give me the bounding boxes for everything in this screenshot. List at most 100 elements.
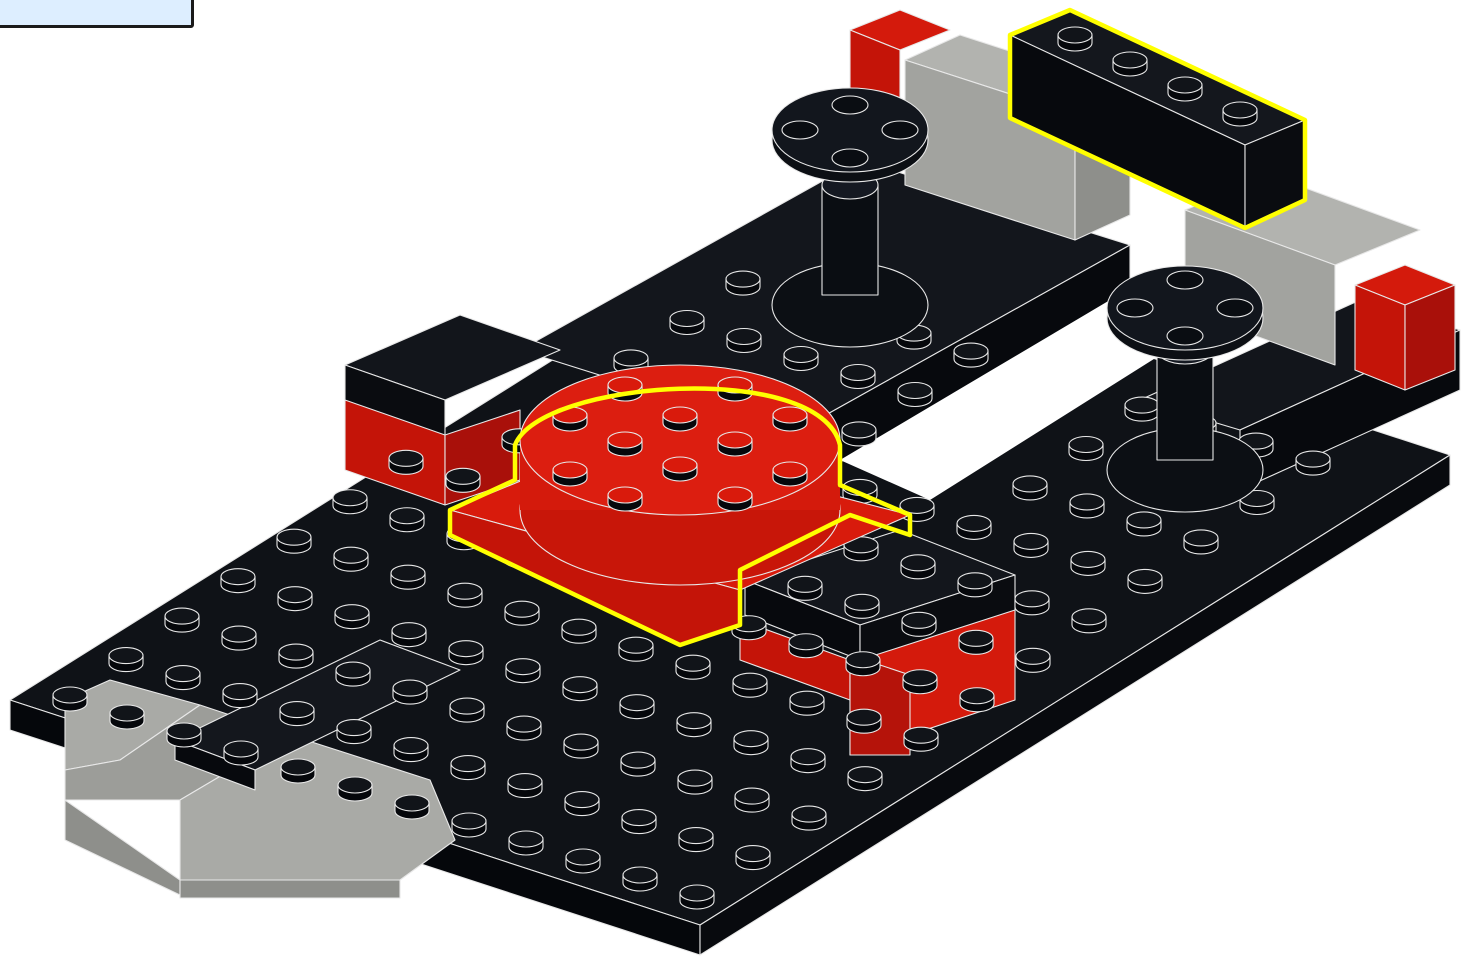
stud (1068, 435, 1104, 462)
stud (621, 808, 657, 835)
stud (1069, 493, 1105, 519)
stud (447, 582, 483, 608)
stud (618, 636, 654, 662)
red-bricks (849, 9, 1456, 391)
stud (619, 694, 655, 720)
stud (844, 593, 880, 619)
stud (1222, 101, 1258, 127)
stud (669, 309, 705, 336)
step-callout-box (0, 0, 194, 28)
stud (334, 604, 370, 630)
stud (508, 830, 544, 856)
stud (335, 661, 371, 687)
stud (336, 718, 372, 745)
stud (733, 730, 769, 756)
stud (1295, 450, 1331, 476)
stud (788, 633, 824, 659)
stud (956, 514, 992, 540)
stud (393, 736, 429, 763)
stud (388, 449, 424, 475)
stud (333, 546, 369, 572)
stud (1124, 396, 1160, 422)
stud (449, 697, 485, 723)
stud (772, 406, 808, 432)
stud (506, 715, 542, 741)
black-brick-1x4 (1007, 7, 1308, 231)
stud (790, 748, 826, 774)
stud (52, 686, 88, 712)
stud (845, 651, 881, 677)
stud (899, 496, 935, 522)
stud (277, 586, 313, 612)
stud (223, 740, 259, 766)
stud (726, 327, 762, 354)
stud (222, 682, 258, 709)
open-gap (840, 300, 1200, 500)
stud (902, 669, 938, 695)
stud (957, 572, 993, 598)
stud (1126, 511, 1162, 537)
stud (1013, 532, 1049, 558)
stud (337, 776, 373, 802)
red-turntable (447, 364, 913, 648)
stud (1070, 550, 1106, 576)
stud (390, 564, 426, 590)
stud (1015, 647, 1051, 673)
stud (1183, 529, 1219, 555)
stud (1012, 475, 1048, 501)
stud (662, 406, 698, 432)
stud (731, 615, 767, 641)
stud (903, 726, 939, 752)
stud (676, 712, 712, 738)
round-plate-with-axle-left (771, 87, 929, 348)
stud (1127, 568, 1163, 594)
stud (725, 270, 761, 296)
stud (843, 536, 879, 562)
stud (276, 528, 312, 554)
stud (678, 826, 714, 853)
stud (220, 568, 256, 594)
stud (504, 600, 540, 626)
stud (1014, 590, 1050, 616)
stud (772, 461, 808, 487)
stud (1057, 26, 1093, 52)
stud (445, 467, 481, 493)
stud (901, 611, 937, 637)
stud (735, 844, 771, 871)
stud (1239, 489, 1275, 516)
stud (1112, 51, 1148, 77)
stud (279, 700, 315, 727)
stud (450, 754, 486, 781)
stud (221, 625, 257, 651)
stud (1071, 608, 1107, 634)
stud (783, 345, 819, 372)
stud (280, 758, 316, 784)
stud (561, 618, 597, 644)
stud (679, 884, 715, 910)
stud (505, 658, 541, 684)
stud (391, 622, 427, 648)
stud (394, 794, 430, 820)
stud (787, 575, 823, 601)
stud (108, 646, 144, 673)
stud (791, 805, 827, 831)
stud (732, 672, 768, 698)
stud (451, 812, 487, 838)
stud (959, 687, 995, 713)
stud (562, 676, 598, 702)
stud (564, 790, 600, 817)
stud (392, 679, 428, 705)
stud (675, 654, 711, 680)
stud (789, 690, 825, 716)
stud (389, 507, 425, 533)
stud (1167, 76, 1203, 102)
stud (734, 787, 770, 813)
stud (165, 664, 201, 691)
stud (109, 704, 145, 730)
stud (607, 431, 643, 457)
stud (166, 722, 202, 748)
stud (953, 342, 989, 368)
stud (607, 486, 643, 512)
